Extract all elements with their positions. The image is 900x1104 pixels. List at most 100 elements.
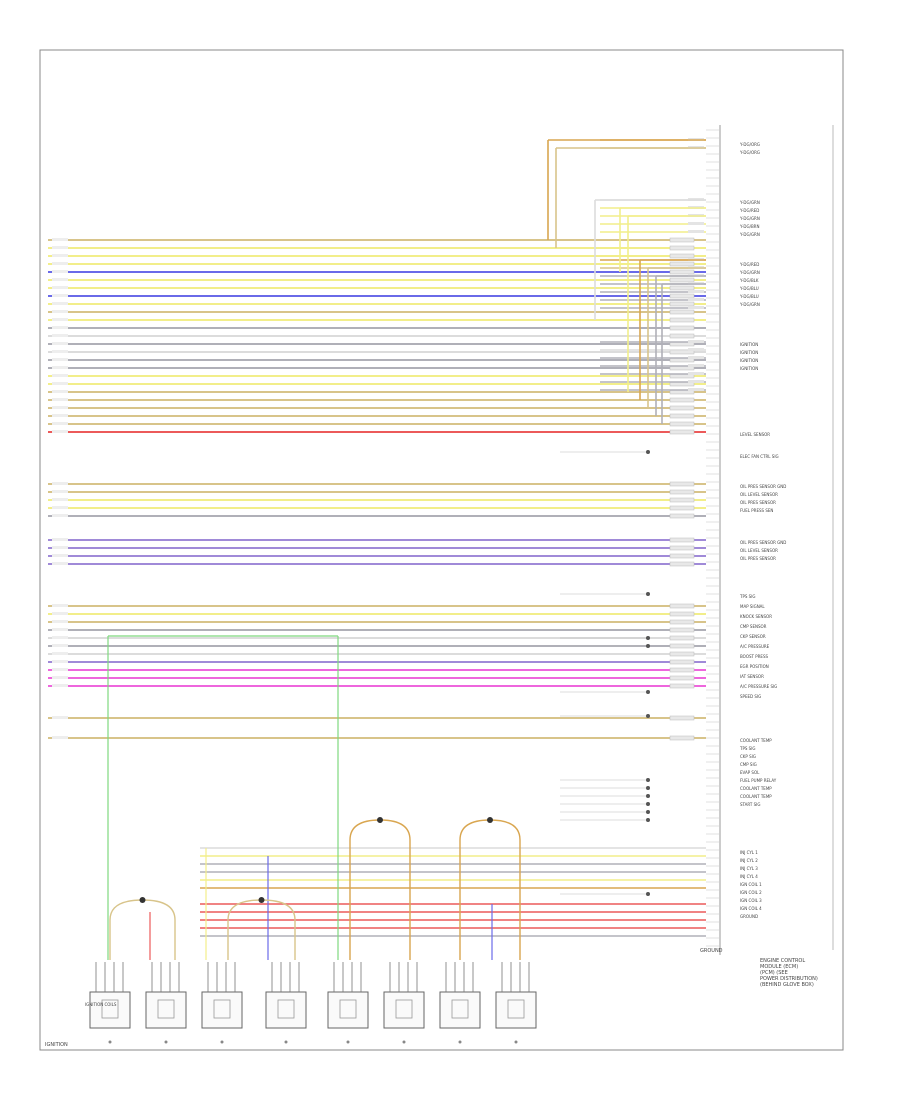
connector-dot-2 xyxy=(646,636,650,640)
top-wire-tag-18 xyxy=(688,372,704,375)
connector-dot-7 xyxy=(646,786,650,790)
splice-loop-2 xyxy=(109,899,176,960)
wire-tag-27 xyxy=(669,497,695,503)
wire-tag-32 xyxy=(669,553,695,559)
diagram-frame xyxy=(39,49,844,1051)
ignition-coil-6 xyxy=(383,991,425,1029)
wire-left-tag-3 xyxy=(52,262,68,265)
wire-left-tag-5 xyxy=(52,278,68,281)
coil-ground-6 xyxy=(402,1040,406,1044)
connector-dot-9 xyxy=(646,802,650,806)
pin-label-f-0: OIL PRES SENSOR GND xyxy=(740,484,786,489)
wire-tag-6 xyxy=(669,285,695,291)
pin-label-h-1: MAP SIGNAL xyxy=(740,604,765,609)
wire-left-tag-22 xyxy=(52,414,68,417)
pin-label-b-2: Y-DG/GRN xyxy=(739,216,760,221)
wire-left-tag-23 xyxy=(52,422,68,425)
pin-label-i-3: CMP SIG xyxy=(740,762,757,767)
wire-left-tag-35 xyxy=(52,612,68,615)
pin-label-e-0: LEVEL SENSOR xyxy=(740,432,770,437)
wire-left-tag-2 xyxy=(52,254,68,257)
pin-label-j-8: GROUND xyxy=(740,914,758,919)
wire-left-tag-6 xyxy=(52,286,68,289)
pin-label-i-0: COOLANT TEMP xyxy=(740,738,772,743)
wire-tag-25 xyxy=(669,481,695,487)
pin-label-c-1: Y-DG/GRN xyxy=(739,270,760,275)
wire-tag-2 xyxy=(669,253,695,259)
connector-dot-10 xyxy=(646,810,650,814)
wire-tag-10 xyxy=(669,317,695,323)
pin-label-j-4: IGN COIL 1 xyxy=(740,882,762,887)
pin-label-i-5: FUEL PUMP RELAY xyxy=(740,778,777,783)
component-label: IGNITION COILS xyxy=(85,1002,117,1007)
wire-left-tag-1 xyxy=(52,246,68,249)
wire-left-tag-9 xyxy=(52,310,68,313)
coil-ground-8 xyxy=(514,1040,518,1044)
top-wire-tag-16 xyxy=(688,356,704,359)
wire-tag-5 xyxy=(669,277,695,283)
pin-label-i-6: COOLANT TEMP xyxy=(740,786,772,791)
wire-tag-38 xyxy=(669,635,695,641)
top-wire-tag-12 xyxy=(688,298,704,301)
pin-label-f-2: OIL PRES SENSOR xyxy=(740,500,776,505)
wire-left-tag-38 xyxy=(52,636,68,639)
pin-label-f-1: OIL LEVEL SENSOR xyxy=(740,492,778,497)
wire-tag-36 xyxy=(669,619,695,625)
wire-tag-41 xyxy=(669,659,695,665)
pin-label-d-3: IGNITION xyxy=(740,366,758,371)
top-wire-tag-6 xyxy=(688,230,704,233)
wire-tag-43 xyxy=(669,675,695,681)
wire-left-tag-12 xyxy=(52,334,68,337)
wire-left-tag-0 xyxy=(52,238,68,241)
coil-ground-2 xyxy=(164,1040,168,1044)
wire-tag-4 xyxy=(669,269,695,275)
wire-tag-8 xyxy=(669,301,695,307)
pin-label-h-4: CKP SENSOR xyxy=(740,634,766,639)
wire-left-tag-4 xyxy=(52,270,68,273)
wire-tag-39 xyxy=(669,643,695,649)
coil-ground-7 xyxy=(458,1040,462,1044)
wire-left-tag-16 xyxy=(52,366,68,369)
pin-label-h-7: EGR POSITION xyxy=(740,664,769,669)
pin-label-a-0: Y-DG/ORG xyxy=(739,142,760,147)
title-line-2: MODULE (ECM) xyxy=(760,964,798,970)
wire-left-tag-32 xyxy=(52,554,68,557)
wire-left-tag-15 xyxy=(52,358,68,361)
ignition-coil-core-7 xyxy=(451,999,469,1019)
pin-label-h-3: CMP SENSOR xyxy=(740,624,767,629)
connector-dot-4 xyxy=(646,690,650,694)
ignition-coil-core-2 xyxy=(157,999,175,1019)
wire-group xyxy=(48,129,720,947)
pin-label-g-2: OIL PRES SENSOR xyxy=(740,556,776,561)
splice-loop-0 xyxy=(349,819,411,960)
wire-tag-37 xyxy=(669,627,695,633)
wire-left-tag-44 xyxy=(52,684,68,687)
pin-label-g-1: OIL LEVEL SENSOR xyxy=(740,548,778,553)
bottom-corner-label: GROUND xyxy=(700,948,723,954)
wire-tag-28 xyxy=(669,505,695,511)
ignition-coil-8 xyxy=(495,991,537,1029)
wire-left-tag-28 xyxy=(52,506,68,509)
pin-label-f-3: FUEL PRESS SEN xyxy=(740,508,773,513)
pin-label-i-7: COOLANT TEMP xyxy=(740,794,772,799)
connector-dot-11 xyxy=(646,818,650,822)
connector-dot-0 xyxy=(646,450,650,454)
pin-label-j-1: INJ CYL 2 xyxy=(740,858,758,863)
wire-left-tag-18 xyxy=(52,382,68,385)
title-line-3: (PCM) (SEE xyxy=(760,970,788,976)
top-wire-tag-20 xyxy=(688,388,704,391)
top-wire-tag-15 xyxy=(688,348,704,351)
wire-left-tag-43 xyxy=(52,676,68,679)
wire-left-tag-17 xyxy=(52,374,68,377)
pin-label-h-8: IAT SENSOR xyxy=(740,674,764,679)
wire-left-tag-10 xyxy=(52,318,68,321)
wire-left-tag-31 xyxy=(52,546,68,549)
wire-left-tag-20 xyxy=(52,398,68,401)
pin-label-j-2: INJ CYL 3 xyxy=(740,866,758,871)
wire-tag-11 xyxy=(669,325,695,331)
ignition-coil-5 xyxy=(327,991,369,1029)
pin-label-d-2: IGNITION xyxy=(740,358,758,363)
pin-label-a-1: Y-DG/ORG xyxy=(739,150,760,155)
wire-left-tag-39 xyxy=(52,644,68,647)
